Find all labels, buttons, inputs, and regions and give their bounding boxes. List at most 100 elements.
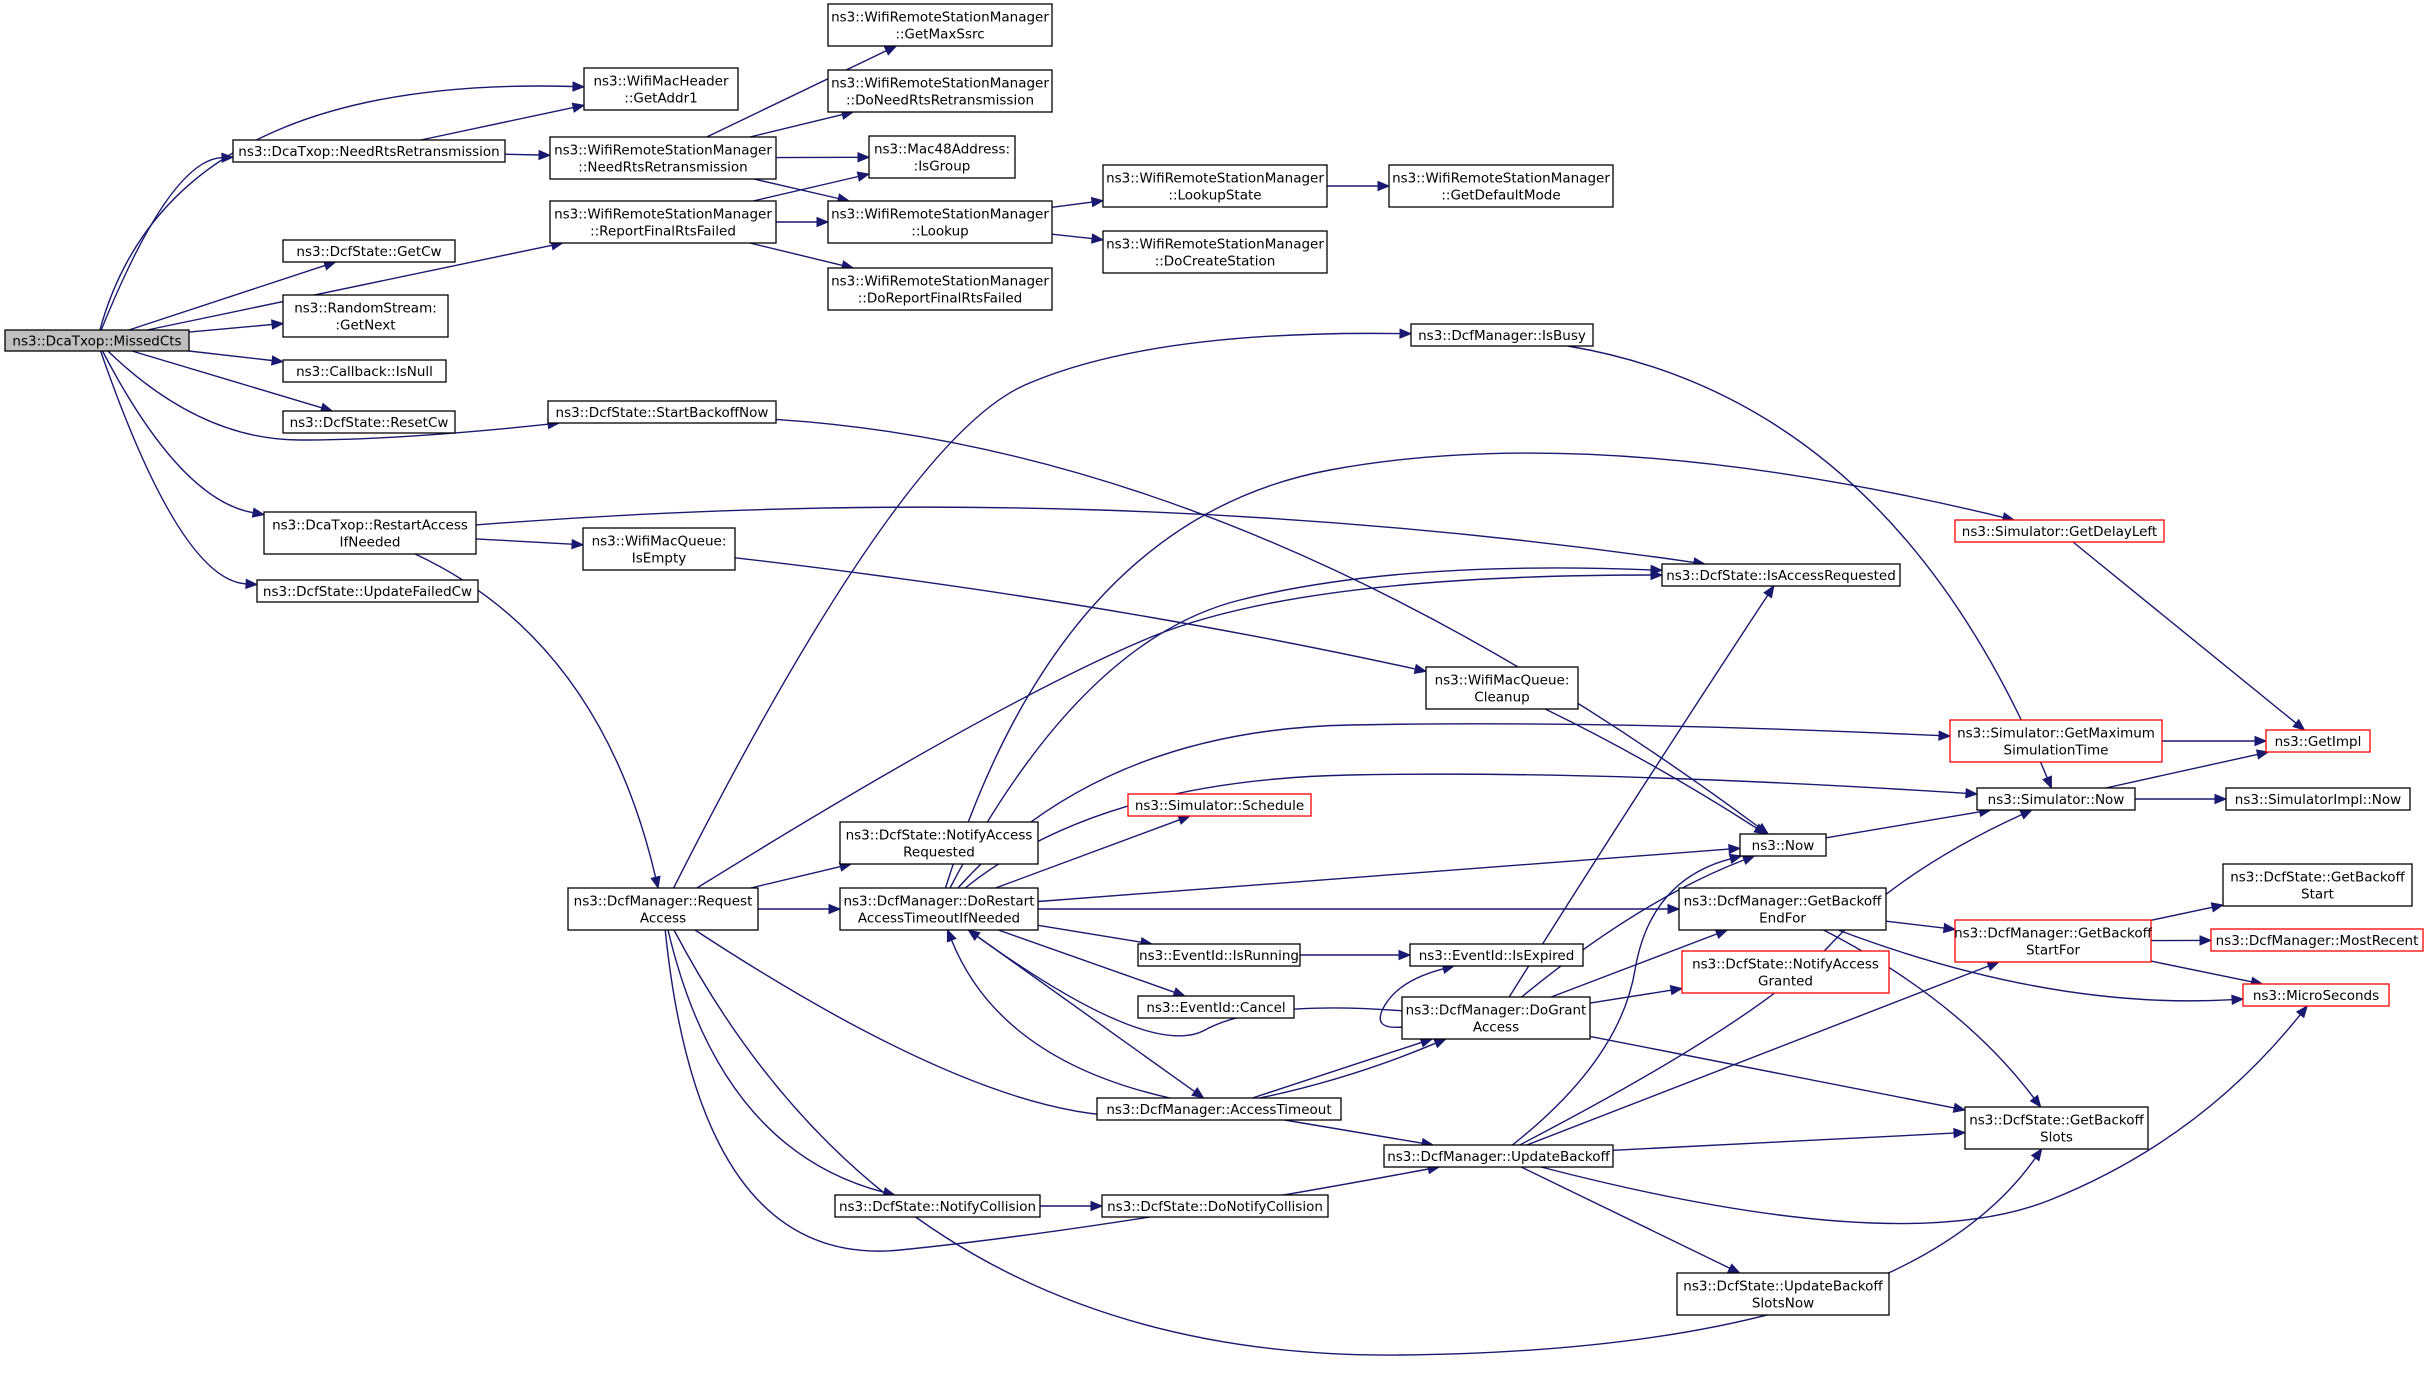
node-box: [1127, 793, 1312, 817]
node-docreatestation[interactable]: ns3::WifiRemoteStationManager::DoCreateS…: [1102, 230, 1328, 274]
edge-getbackoffendfor-to-getbackoffstartfor: [1885, 920, 1957, 934]
edge-wrsm_needrts-to-doneedrts: [749, 109, 855, 138]
node-getaddr1[interactable]: ns3::WifiMacHeader::GetAddr1: [583, 67, 739, 111]
node-resetcw[interactable]: ns3::DcfState::ResetCw: [282, 410, 456, 434]
node-doreportfinalrts[interactable]: ns3::WifiRemoteStationManager::DoReportF…: [827, 267, 1053, 311]
node-label: ns3::DcfManager::DoRestart: [843, 894, 1034, 910]
node-isbusy[interactable]: ns3::DcfManager::IsBusy: [1410, 323, 1594, 347]
node-box: [1676, 1272, 1890, 1316]
node-doneedrts[interactable]: ns3::WifiRemoteStationManager::DoNeedRts…: [827, 69, 1053, 113]
edge-line: [1540, 1014, 2301, 1225]
node-startbackoff[interactable]: ns3::DcfState::StartBackoffNow: [547, 400, 777, 424]
node-isrunning[interactable]: ns3::EventId::IsRunning: [1137, 943, 1301, 967]
node-label: ns3::Simulator::GetDelayLeft: [1962, 524, 2157, 540]
node-notifycollision[interactable]: ns3::DcfState::NotifyCollision: [834, 1194, 1041, 1218]
node-label: IsEmpty: [632, 551, 687, 567]
node-simimplnow[interactable]: ns3::SimulatorImpl::Now: [2225, 787, 2411, 811]
node-microseconds[interactable]: ns3::MicroSeconds: [2242, 983, 2390, 1007]
node-needrts[interactable]: ns3::DcaTxop::NeedRtsRetransmission: [232, 139, 506, 163]
edge-line: [950, 939, 1170, 1099]
arrowhead: [271, 319, 285, 330]
node-missedcts[interactable]: ns3::DcaTxop::MissedCts: [4, 329, 190, 352]
node-getimpl[interactable]: ns3::GetImpl: [2265, 729, 2371, 753]
node-label: ::DoNeedRtsRetransmission: [846, 93, 1034, 109]
node-simnow[interactable]: ns3::Simulator::Now: [1976, 787, 2136, 811]
node-label: ns3::DcfState::DoNotifyCollision: [1107, 1199, 1323, 1215]
node-label: ns3::Simulator::Now: [1988, 792, 2125, 808]
node-lookupstate[interactable]: ns3::WifiRemoteStationManager::LookupSta…: [1102, 164, 1328, 208]
edge-lookupstate-to-getdefaultmode: [1327, 180, 1391, 192]
node-updatebackoff[interactable]: ns3::DcfManager::UpdateBackoff: [1383, 1144, 1614, 1168]
node-label: ns3::DcfState::ResetCw: [290, 415, 449, 431]
edge-line: [1567, 345, 2048, 779]
node-box: [2242, 983, 2390, 1007]
node-isnull[interactable]: ns3::Callback::IsNull: [282, 359, 447, 383]
node-cancel[interactable]: ns3::EventId::Cancel: [1137, 995, 1295, 1019]
node-getdelayleft[interactable]: ns3::Simulator::GetDelayLeft: [1954, 519, 2165, 543]
node-box: [1954, 919, 2152, 963]
node-now[interactable]: ns3::Now: [1739, 833, 1827, 857]
edge-line: [964, 773, 1967, 889]
edge-line: [147, 244, 553, 331]
node-schedule[interactable]: ns3::Simulator::Schedule: [1127, 793, 1312, 817]
node-updatefailedcw[interactable]: ns3::DcfState::UpdateFailedCw: [256, 579, 479, 603]
node-getnext[interactable]: ns3::RandomStream::GetNext: [282, 294, 449, 338]
edge-line: [1526, 965, 1989, 1146]
edge-line: [1037, 848, 1730, 903]
edge-line: [1508, 594, 1769, 998]
edge-line: [1252, 1041, 1422, 1099]
edge-line: [2150, 960, 2252, 983]
edge-line: [1544, 708, 1757, 829]
node-box: [263, 511, 477, 555]
node-label: ns3::DcfState::UpdateFailedCw: [263, 584, 472, 600]
node-isaccessrequested[interactable]: ns3::DcfState::IsAccessRequested: [1661, 563, 1901, 587]
edge-line: [1823, 929, 2035, 1099]
node-isexpired[interactable]: ns3::EventId::IsExpired: [1409, 943, 1584, 967]
edge-line: [2072, 541, 2297, 724]
node-box: [1383, 1144, 1614, 1168]
node-donotifycollision[interactable]: ns3::DcfState::DoNotifyCollision: [1101, 1194, 1329, 1218]
arrowhead: [2295, 1004, 2309, 1019]
node-accesstimeout[interactable]: ns3::DcfManager::AccessTimeout: [1096, 1097, 1342, 1121]
node-mostrecent[interactable]: ns3::DcfManager::MostRecent: [2210, 928, 2424, 952]
node-box: [2265, 729, 2371, 753]
edge-line: [107, 350, 549, 441]
node-isempty[interactable]: ns3::WifiMacQueue:IsEmpty: [582, 527, 736, 571]
node-getcw[interactable]: ns3::DcfState::GetCw: [282, 239, 456, 263]
node-box: [827, 3, 1053, 47]
node-lookup[interactable]: ns3::WifiRemoteStationManager::Lookup: [827, 200, 1053, 244]
node-cleanup[interactable]: ns3::WifiMacQueue:Cleanup: [1425, 666, 1579, 710]
node-wrsm_needrts[interactable]: ns3::WifiRemoteStationManager::NeedRtsRe…: [549, 136, 777, 180]
edge-dorestart-to-now: [1037, 843, 1742, 903]
node-label: ns3::DcfState::NotifyCollision: [839, 1199, 1036, 1215]
node-dorestart[interactable]: ns3::DcfManager::DoRestartAccessTimeoutI…: [839, 887, 1039, 931]
node-box: [547, 400, 777, 424]
arrowhead: [2042, 775, 2052, 790]
edge-line: [101, 350, 254, 514]
node-label: ns3::DcfState::GetBackoff: [1969, 1113, 2144, 1129]
arrowhead: [2214, 793, 2228, 805]
edge-line: [99, 350, 247, 585]
edge-line: [100, 156, 223, 331]
node-label: Slots: [2040, 1130, 2073, 1146]
node-reportfinalrts[interactable]: ns3::WifiRemoteStationManager::ReportFin…: [549, 200, 777, 244]
arrowhead: [1191, 1087, 1205, 1099]
node-box: [839, 821, 1039, 865]
node-label: ns3::DcfState::StartBackoffNow: [556, 405, 769, 421]
node-getmaxssrc[interactable]: ns3::WifiRemoteStationManager::GetMaxSsr…: [827, 3, 1053, 47]
node-getdefaultmode[interactable]: ns3::WifiRemoteStationManager::GetDefaul…: [1388, 164, 1614, 208]
node-isgroup[interactable]: ns3::Mac48Address::IsGroup: [868, 135, 1016, 179]
arrowhead: [1986, 961, 2001, 972]
node-box: [1678, 887, 1887, 931]
